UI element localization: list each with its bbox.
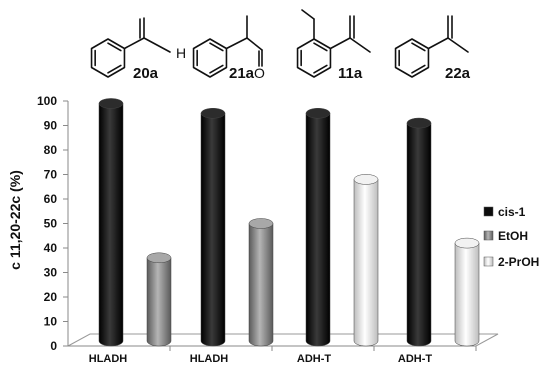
compound-label-21a: 21a [229, 65, 255, 82]
bar-cis-1 [98, 98, 124, 347]
bar-cis-1 [200, 108, 226, 347]
y-tick-label: 50 [44, 217, 58, 231]
y-tick-label: 100 [37, 94, 57, 108]
y-tick-label: 0 [50, 339, 57, 353]
compound-label-11a: 11a [338, 65, 363, 82]
legend-label: cis-1 [498, 205, 526, 219]
compound-label-22a: 22a [445, 65, 471, 82]
x-category-label: ADH-T [297, 353, 331, 365]
compound-structures [90, 9, 469, 78]
y-tick-label: 30 [44, 266, 58, 280]
bar-etoh [146, 252, 172, 347]
legend-swatch [483, 256, 494, 267]
y-tick-label: 70 [44, 168, 58, 182]
bar-2-proh [353, 174, 379, 347]
x-category-label: ADH-T [398, 353, 432, 365]
y-tick-label: 40 [44, 241, 58, 255]
legend-swatch [483, 206, 494, 217]
y-tick-label: 20 [44, 290, 58, 304]
y-tick-label: 80 [44, 143, 58, 157]
compound-label-20a: 20a [133, 65, 159, 82]
bar-etoh [248, 218, 274, 347]
atom-label-21a-o: O [254, 65, 265, 81]
y-axis-ticks: 0 10 20 30 40 50 60 70 80 90 100 [37, 94, 68, 353]
y-axis-title: c 11,20-22c (%) [7, 170, 23, 270]
plot-frame [67, 101, 499, 347]
legend-label: EtOH [498, 229, 528, 243]
bars [98, 98, 480, 347]
bar-2-proh [454, 237, 480, 347]
bar-cis-1 [406, 117, 432, 347]
bar-cis-1 [305, 108, 331, 347]
y-tick-label: 10 [44, 315, 58, 329]
x-axis-categories: HLADH HLADH ADH-T ADH-T [89, 346, 477, 365]
y-tick-label: 90 [44, 119, 58, 133]
legend-swatch [483, 230, 494, 241]
x-category-label: HLADH [190, 353, 229, 365]
x-category-label: HLADH [89, 353, 128, 365]
y-tick-label: 60 [44, 192, 58, 206]
legend-label: 2-PrOH [498, 255, 539, 269]
atom-label-20a-h: H [176, 45, 186, 61]
